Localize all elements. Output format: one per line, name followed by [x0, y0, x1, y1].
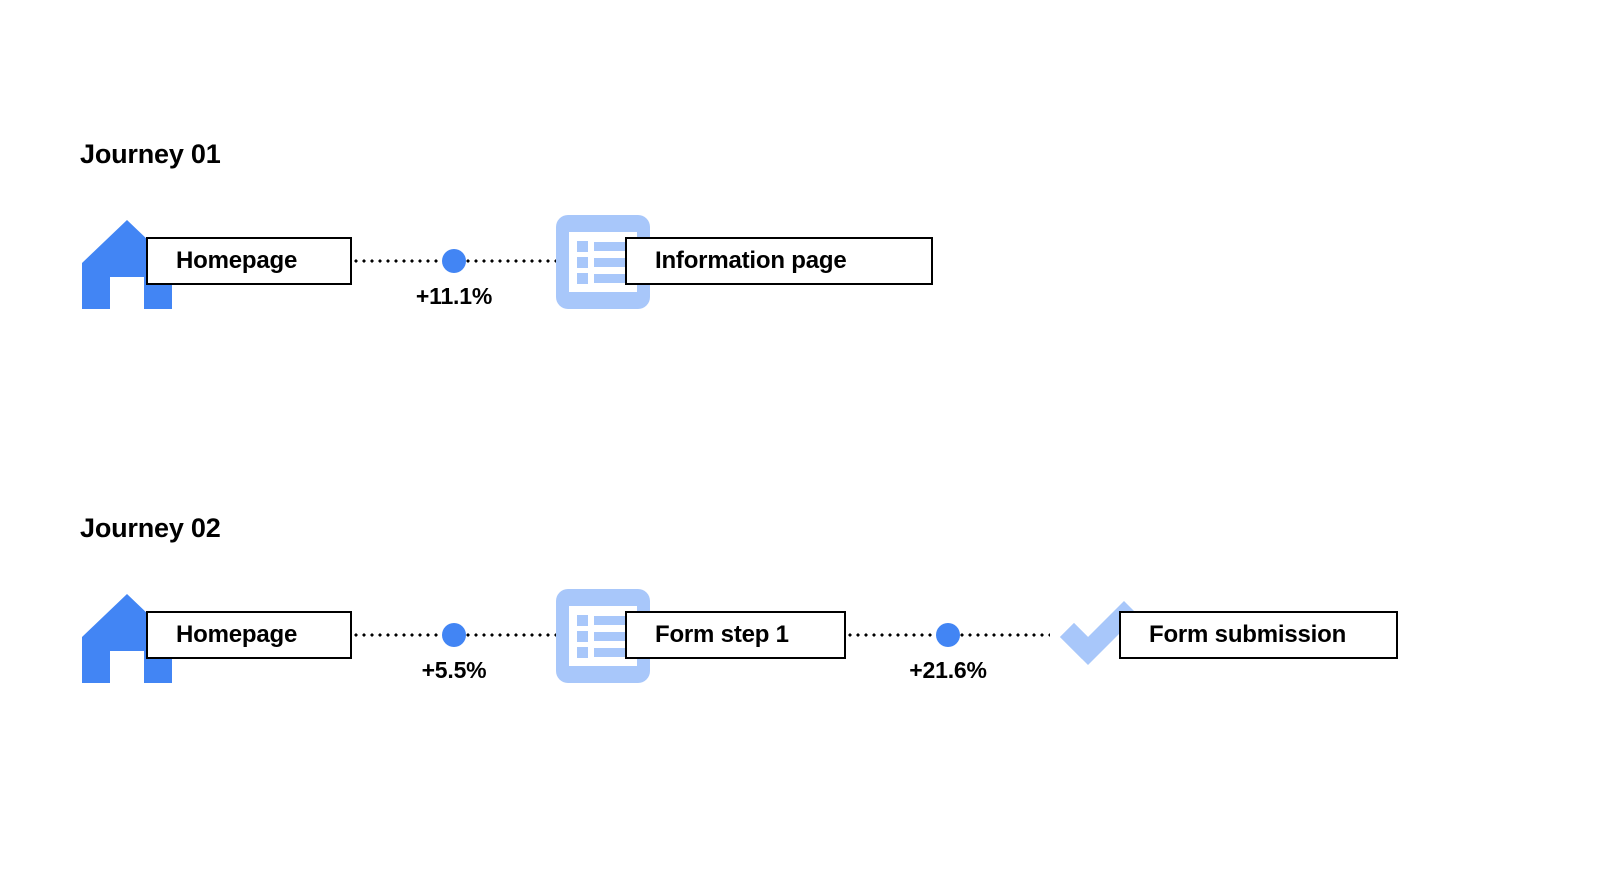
connector-step-1: +5.5%	[352, 623, 556, 682]
journey-flow-01: +11.1% Homepage	[0, 215, 1601, 345]
connector-delta-value: +5.5%	[421, 657, 487, 683]
node-label-box[interactable]: Information page	[625, 237, 933, 285]
node-label-text: Form submission	[1149, 621, 1347, 648]
node-label-text: Information page	[655, 247, 847, 274]
connector-step-2: +21.6%	[846, 623, 1050, 682]
node-label-box[interactable]: Homepage	[146, 611, 352, 659]
node-label-box[interactable]: Homepage	[146, 237, 352, 285]
node-label-box[interactable]: Form submission	[1119, 611, 1398, 659]
connector-delta-value: +11.1%	[415, 283, 493, 309]
node-label-text: Form step 1	[655, 621, 789, 648]
check-icon	[1060, 601, 1138, 665]
connector-step-1: +11.1%	[352, 249, 556, 308]
connector-dot-icon	[442, 623, 466, 647]
connector-dot-icon	[442, 249, 466, 273]
connector-delta-value: +21.6%	[909, 657, 987, 683]
journey-flow-02: +5.5% +21.6% Homepage	[0, 589, 1601, 719]
journey-title: Journey 02	[80, 513, 221, 543]
connector-dot-icon	[936, 623, 960, 647]
node-label-text: Homepage	[176, 621, 298, 648]
node-label-text: Homepage	[176, 247, 298, 274]
node-label-box[interactable]: Form step 1	[625, 611, 846, 659]
journey-title: Journey 01	[80, 139, 221, 169]
